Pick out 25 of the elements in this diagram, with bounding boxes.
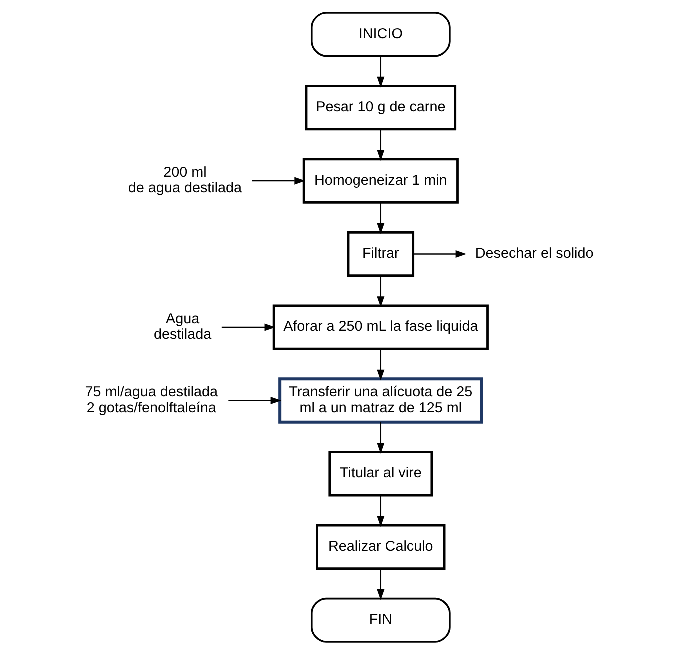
node-box: INICIO: [311, 12, 451, 58]
arrow: [377, 568, 385, 600]
node-box: Filtrar: [347, 231, 415, 278]
arrow: [377, 349, 385, 381]
node-box: FIN: [311, 598, 451, 643]
arrow: [377, 130, 385, 161]
node-text: Agua destilada: [154, 311, 212, 344]
node-box: Pesar 10 g de carne: [305, 85, 457, 131]
node-text: Desechar el solido: [475, 246, 594, 262]
node-text: 200 ml de agua destilada: [128, 164, 242, 197]
node-box: Realizar Calculo: [316, 524, 446, 570]
node-box: Homogeneizar 1 min: [302, 158, 459, 204]
node-box: Titular al vire: [328, 451, 434, 497]
arrow: [414, 250, 467, 258]
node-box: Transferir una alícuota de 25 ml a un matraz de 125 ml: [278, 378, 484, 424]
arrow: [252, 177, 306, 185]
arrow: [377, 496, 385, 528]
node-box: Aforar a 250 mL la fase liquida: [272, 304, 489, 350]
arrow: [377, 276, 385, 308]
arrow: [377, 422, 385, 454]
arrow: [377, 56, 385, 88]
arrow: [228, 396, 282, 405]
node-text: 75 ml/agua destilada 2 gotas/fenolftaleína: [85, 384, 218, 416]
arrow: [222, 324, 276, 332]
arrow: [377, 202, 385, 234]
